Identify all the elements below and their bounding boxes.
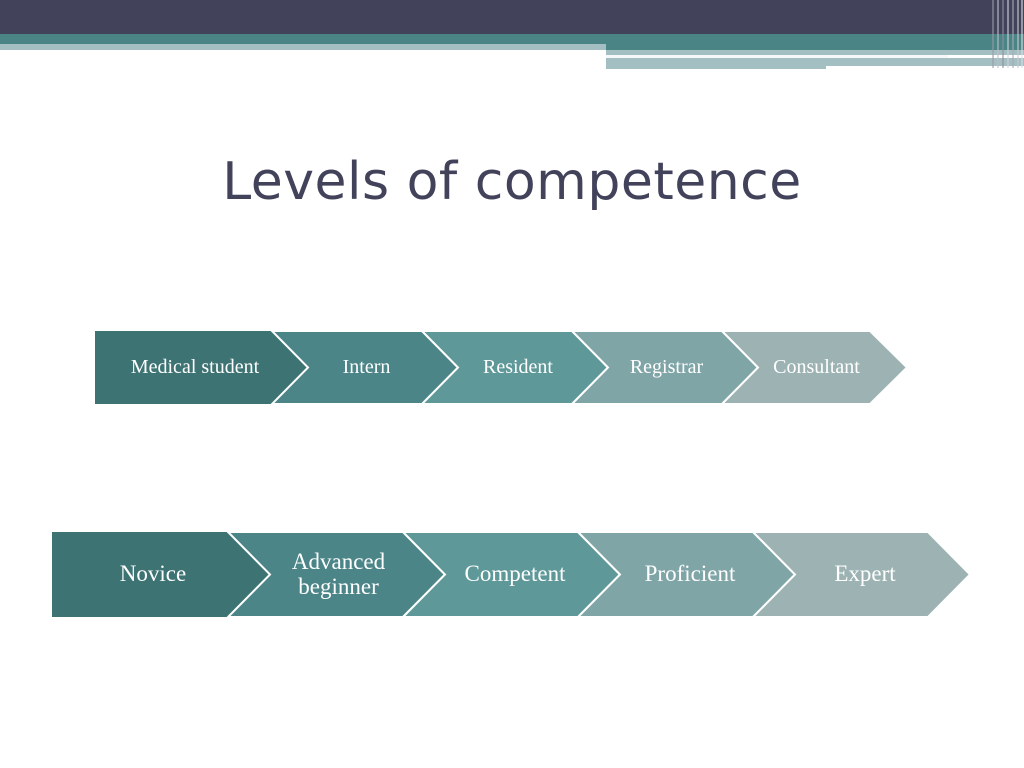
chevron-competent: Competent [400,531,622,618]
chevron-label: Expert [834,561,896,587]
chevron-label-line1: Advanced [291,549,386,575]
header-vertical-lines [990,0,1024,70]
header-teal-band-right [606,44,1024,50]
chevron-shape [95,331,308,404]
header-teal-band [0,34,1024,44]
career-stages-process: Medical student Intern Resident Registra… [95,330,909,405]
slide-header-decoration [0,0,1024,80]
chevron-shape [52,532,270,617]
header-light-band-right [606,50,1024,55]
header-white-line [606,55,948,58]
chevron-label: Consultant [773,356,860,378]
chevron-label: Proficient [644,561,736,587]
header-light-tail [606,66,826,69]
header-light-band-right-lower [606,58,1024,66]
chevron-medical-student: Medical student [95,331,308,404]
chevron-label: Novice [119,561,187,587]
chevron-shape [750,531,972,618]
chevron-resident: Resident [419,330,610,405]
chevron-label: Resident [483,356,553,378]
competence-stages-process: Novice Advanced beginner Competent Profi… [52,531,972,618]
slide-title: Levels of competence [222,152,802,212]
chevron-shape [719,330,909,405]
chevron-label: Registrar [629,356,704,378]
chevron-label: Intern [342,356,391,378]
chevron-advanced-beginner: Advanced beginner [225,531,447,618]
header-dark-band [0,0,1024,34]
chevron-label-line2: beginner [298,573,379,599]
chevron-novice: Novice [52,532,270,617]
chevron-label: Competent [464,561,566,587]
chevron-expert: Expert [750,531,972,618]
chevron-label: Advanced beginner [268,532,409,617]
header-light-band-left [0,44,606,50]
chevron-label: Medical student [130,356,260,378]
chevron-consultant: Consultant [719,330,909,405]
